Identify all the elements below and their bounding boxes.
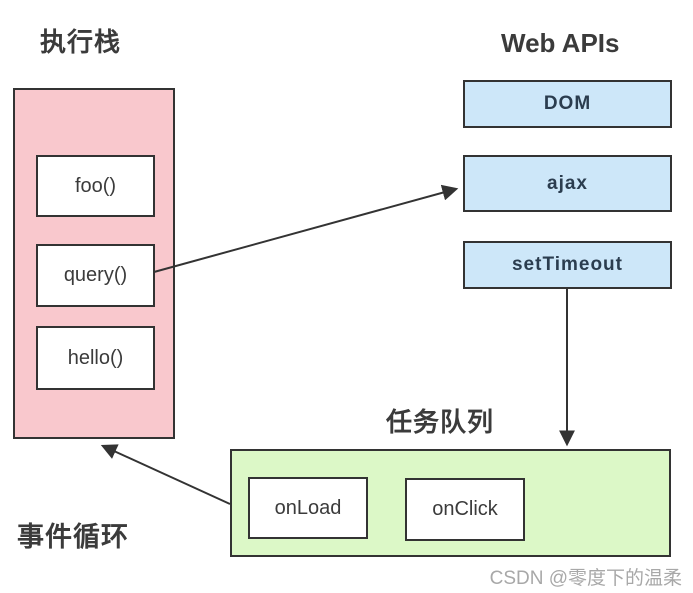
csdn-watermark: CSDN @零度下的温柔 bbox=[489, 568, 682, 589]
execution-stack-container: foo() query() hello() bbox=[13, 88, 175, 439]
event-loop-label: 事件循环 bbox=[17, 522, 129, 552]
stack-frame-foo: foo() bbox=[36, 155, 155, 217]
execution-stack-title: 执行栈 bbox=[40, 27, 122, 57]
arrow-query-to-ajax-icon bbox=[153, 184, 459, 273]
arrow-queue-to-stack-icon bbox=[100, 444, 231, 505]
task-queue-container: onLoad onClick bbox=[230, 449, 671, 557]
stack-frame-query: query() bbox=[36, 244, 155, 307]
task-queue-title: 任务队列 bbox=[386, 407, 495, 437]
web-api-ajax: ajax bbox=[463, 155, 672, 212]
web-api-dom: DOM bbox=[463, 80, 672, 128]
task-onload: onLoad bbox=[248, 477, 368, 539]
web-apis-title: Web APIs bbox=[501, 28, 620, 58]
task-onclick: onClick bbox=[405, 478, 525, 541]
stack-frame-hello: hello() bbox=[36, 326, 155, 390]
web-api-settimeout: setTimeout bbox=[463, 241, 672, 289]
